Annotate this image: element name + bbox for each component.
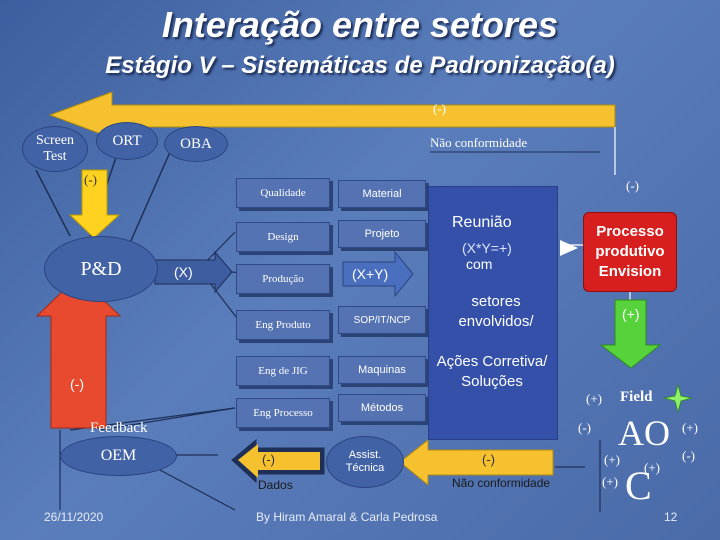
maquinas-label: Maquinas bbox=[358, 364, 406, 376]
setores-label: setores envolvidos/ bbox=[458, 293, 534, 330]
eng-processo-label: Eng Processo bbox=[253, 407, 313, 419]
eng-produto-label: Eng Produto bbox=[255, 319, 311, 331]
ao-below-sign: (+) bbox=[604, 452, 620, 467]
pd-label: P&D bbox=[80, 257, 122, 280]
green-sign: (+) bbox=[622, 306, 640, 322]
material-label: Material bbox=[362, 188, 402, 200]
ort-node: ORT bbox=[96, 122, 158, 160]
eng-jig-label: Eng de JIG bbox=[258, 365, 308, 377]
oem-label: OEM bbox=[100, 447, 137, 464]
acoes-label: Ações Corretiva/ Soluções bbox=[436, 353, 548, 390]
assist-node: Assist. Técnica bbox=[326, 436, 404, 488]
reuniao-title: Reunião bbox=[452, 214, 512, 231]
projeto-label: Projeto bbox=[364, 228, 400, 240]
green-down-arrow bbox=[599, 299, 662, 369]
slide-title: Interação entre setores bbox=[161, 4, 559, 45]
processo-box: Processo produtivo Envision bbox=[583, 212, 677, 292]
x-arrow bbox=[154, 250, 233, 294]
top-arrow-sign: (-) bbox=[433, 101, 446, 116]
dados-label: Dados bbox=[258, 478, 293, 492]
material-box: Material bbox=[338, 180, 426, 208]
bottom-arrow-sign: (-) bbox=[482, 452, 495, 467]
metodos-box: Métodos bbox=[338, 394, 426, 422]
qualidade-label: Qualidade bbox=[260, 187, 306, 199]
processo-label: Processo produtivo Envision bbox=[595, 223, 665, 280]
ao-left-sign: (-) bbox=[578, 420, 591, 435]
star-icon bbox=[663, 383, 693, 414]
oem-node: OEM bbox=[60, 436, 177, 476]
reuniao-box bbox=[428, 186, 558, 440]
design-label: Design bbox=[267, 231, 299, 243]
xy-arrow bbox=[342, 250, 414, 298]
c-plus-top-sign: (+) bbox=[644, 460, 660, 475]
screen-test-node: Screen Test bbox=[22, 126, 88, 172]
feedback-label: Feedback bbox=[90, 420, 148, 436]
qualidade-box: Qualidade bbox=[236, 178, 330, 208]
metodos-label: Métodos bbox=[360, 402, 404, 414]
maquinas-box: Maquinas bbox=[338, 356, 426, 384]
footer-date: 26/11/2020 bbox=[44, 510, 104, 524]
yellow-arrow-sign: (-) bbox=[84, 172, 97, 187]
footer-page-number: 12 bbox=[664, 510, 678, 524]
assist-label: Assist. Técnica bbox=[345, 449, 385, 474]
footer-author: By Hiram Amaral & Carla Pedrosa bbox=[256, 510, 438, 524]
field-label: Field bbox=[620, 389, 653, 405]
eng-jig-box: Eng de JIG bbox=[236, 356, 330, 386]
bottom-arrow bbox=[399, 438, 554, 487]
red-up-arrow bbox=[35, 289, 122, 429]
reuniao-com: com bbox=[466, 256, 493, 272]
producao-label: Produção bbox=[262, 273, 304, 285]
reuniao-formula: (X*Y=+) bbox=[462, 240, 512, 256]
x-arrow-sign: (X) bbox=[174, 264, 193, 280]
nao-conformidade-bottom: Não conformidade bbox=[452, 476, 551, 490]
right-top-sign: (-) bbox=[626, 178, 639, 193]
projeto-box: Projeto bbox=[338, 220, 426, 248]
ao-label: AO bbox=[618, 413, 670, 453]
ao-right-sign: (+) bbox=[682, 420, 698, 435]
oba-label: OBA bbox=[180, 135, 212, 152]
sop-box: SOP/IT/NCP bbox=[338, 306, 426, 334]
screen-test-label: Screen Test bbox=[35, 133, 75, 164]
oba-node: OBA bbox=[164, 126, 228, 162]
c-left-sign: (+) bbox=[602, 474, 618, 489]
ort-label: ORT bbox=[112, 132, 142, 149]
eng-processo-box: Eng Processo bbox=[236, 398, 330, 428]
ao-right-minus-sign: (-) bbox=[682, 448, 695, 463]
field-plus-sign: (+) bbox=[586, 391, 602, 406]
pd-node: P&D bbox=[44, 236, 158, 302]
producao-box: Produção bbox=[236, 264, 330, 294]
dados-arrow-sign: (-) bbox=[262, 452, 275, 467]
eng-produto-box: Eng Produto bbox=[236, 310, 330, 340]
slide-subtitle: Estágio V – Sistemáticas de Padronização… bbox=[105, 52, 615, 79]
design-box: Design bbox=[236, 222, 330, 252]
red-arrow-sign: (-) bbox=[70, 376, 84, 392]
nao-conformidade-top: Não conformidade bbox=[430, 135, 528, 150]
sop-label: SOP/IT/NCP bbox=[353, 314, 411, 326]
c-label: C bbox=[625, 463, 652, 508]
yellow-down-arrow bbox=[68, 169, 121, 239]
xy-label: (X+Y) bbox=[352, 266, 389, 282]
